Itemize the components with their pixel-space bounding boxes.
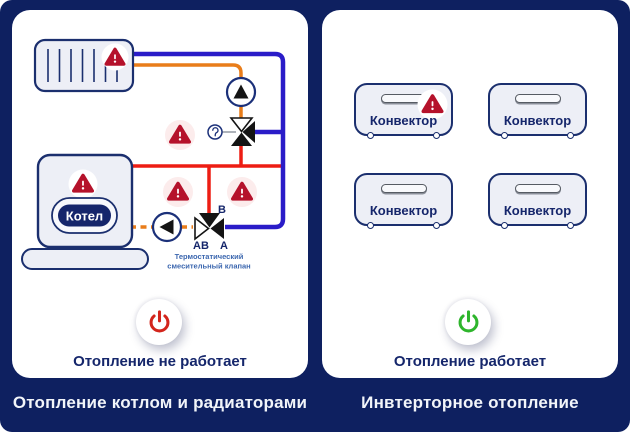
radiator-fins	[47, 49, 118, 82]
convector-foot	[433, 222, 440, 229]
right-status-text: Отопление работает	[393, 353, 547, 370]
convector-vent-slot	[514, 94, 561, 103]
power-off-icon	[146, 309, 173, 336]
convector-foot	[367, 132, 374, 139]
pump-up-icon	[225, 76, 257, 108]
left-status-text: Отопление не работает	[73, 353, 247, 370]
convector-foot	[433, 132, 440, 139]
convector-label: Конвектор	[503, 203, 572, 218]
convector-vent-slot	[380, 184, 427, 193]
valve-caption-line1: Термостатический	[175, 252, 244, 261]
boiler-system-diagram: Котел B AB A Термостатический смесительн…	[21, 38, 286, 271]
inverter-system-panel: Конвектор Конвектор Конвектор Конвектор	[322, 10, 618, 378]
power-on-button[interactable]	[445, 299, 491, 345]
temperature-sensor-icon	[207, 124, 223, 140]
radiator	[33, 38, 135, 93]
valve-port-ab-label: AB	[193, 240, 209, 252]
boiler-system-panel: Котел B AB A Термостатический смесительн…	[12, 10, 308, 378]
return-pipe-blue	[131, 51, 286, 230]
warning-icon	[163, 177, 193, 207]
convector-warning-icon	[417, 89, 448, 120]
right-system-caption: Инвтерторное отопление	[361, 393, 579, 412]
boiler-label: Котел	[66, 209, 103, 224]
convector-vent-slot	[514, 184, 561, 193]
convector-label: Конвектор	[369, 113, 438, 128]
convector-unit: Конвектор	[488, 173, 587, 229]
warning-icon	[227, 177, 257, 207]
hot-supply-pipe-red	[130, 144, 281, 214]
boiler-warning-icon	[68, 169, 98, 199]
valve-port-b-label: B	[218, 204, 226, 216]
thermostatic-mixing-valve	[194, 213, 224, 241]
convector-label: Конвектор	[369, 203, 438, 218]
convector-foot	[567, 132, 574, 139]
convector-unit: Конвектор	[354, 173, 453, 229]
pump-left-icon	[151, 211, 183, 243]
warning-icon	[165, 120, 195, 150]
boiler-loop-pipe-orange	[130, 63, 243, 229]
convector-foot	[567, 222, 574, 229]
convector-foot	[367, 222, 374, 229]
convector-label: Конвектор	[503, 113, 572, 128]
convector-foot	[501, 222, 508, 229]
boiler-base	[21, 248, 149, 270]
power-off-button[interactable]	[136, 299, 182, 345]
convector-unit: Конвектор	[488, 83, 587, 139]
valve-caption-line2: смесительный клапан	[167, 262, 250, 271]
convector-unit: Конвектор	[354, 83, 453, 139]
convector-foot	[501, 132, 508, 139]
left-system-caption: Отопление котлом и радиаторами	[12, 393, 308, 412]
power-on-icon	[455, 309, 482, 336]
upper-valve	[229, 117, 255, 146]
boiler: Котел	[36, 153, 134, 249]
valve-port-a-label: A	[220, 240, 228, 252]
radiator-warning-icon	[101, 43, 129, 71]
